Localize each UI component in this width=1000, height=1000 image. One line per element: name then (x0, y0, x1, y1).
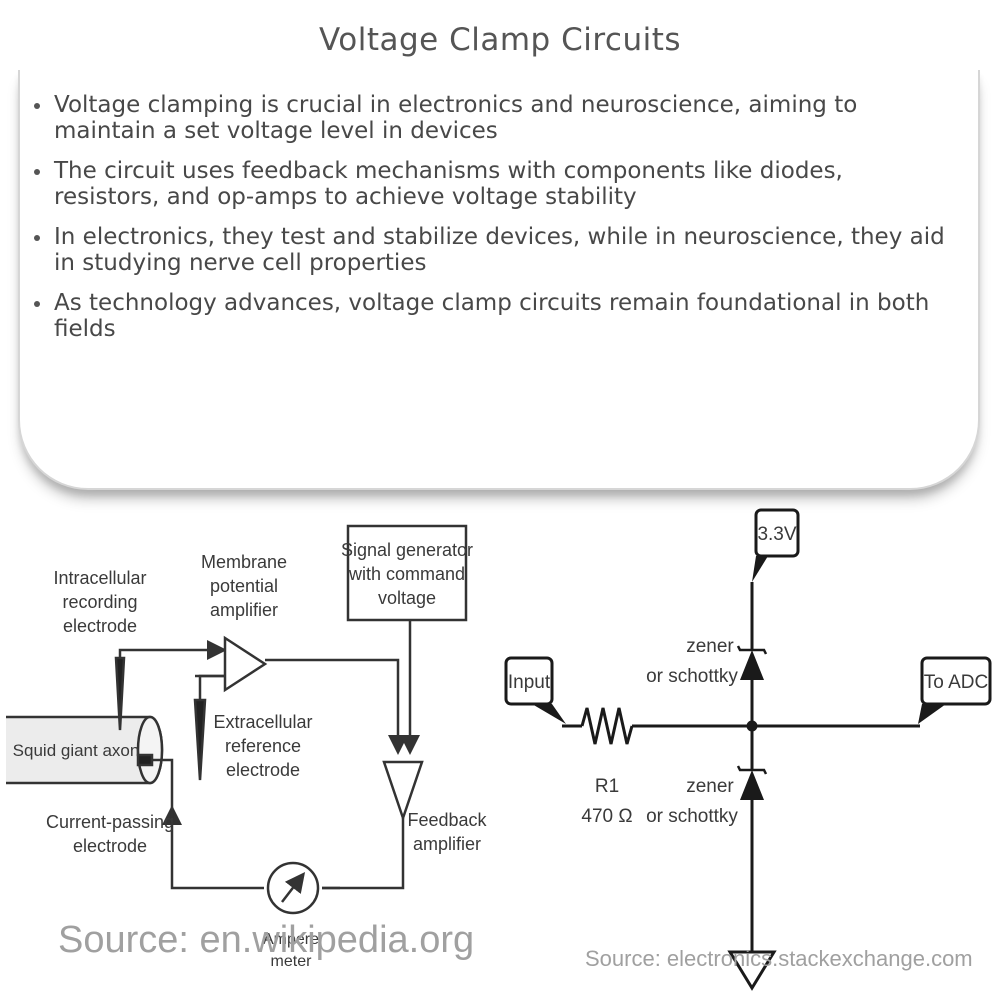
signal-generator-label: voltage (378, 588, 436, 608)
zener-diode-bottom (736, 765, 768, 800)
source-right: Source: electronics.stackexchange.com (585, 946, 973, 971)
supply-tag (752, 508, 800, 582)
bullet-item: As technology advances, voltage clamp ci… (24, 290, 954, 342)
bullet-dot (34, 103, 40, 109)
feedback-amplifier-symbol (382, 760, 424, 822)
intracellular-label: Intracellular (53, 568, 146, 588)
bullet-dot (34, 169, 40, 175)
current-passing-electrode (136, 753, 154, 767)
bullet-item: Voltage clamping is crucial in electroni… (24, 92, 954, 144)
membrane-label: Membrane (201, 552, 287, 572)
signal-generator-box (346, 524, 468, 622)
bullet-text: As technology advances, voltage clamp ci… (54, 290, 930, 342)
zener-top-label: or schottky (646, 666, 738, 687)
bullet-dot (34, 235, 40, 241)
bullet-item: The circuit uses feedback mechanisms wit… (24, 158, 954, 210)
axon-shape (6, 715, 164, 785)
extracellular-label: electrode (226, 760, 300, 780)
ampere-meter-label: meter (271, 953, 313, 970)
bullet-text: Voltage clamping is crucial in electroni… (54, 92, 858, 144)
extracellular-label: Extracellular (213, 712, 312, 732)
feedback-label: amplifier (413, 834, 481, 854)
ampere-meter-icon (266, 861, 320, 915)
current-passing-label: Current-passing (46, 812, 174, 832)
membrane-label: potential (210, 576, 278, 596)
zener-diode-top (736, 645, 768, 680)
zener-bottom-label: or schottky (646, 806, 738, 827)
bullet-list: Voltage clamping is crucial in electroni… (24, 92, 954, 356)
voltage-clamp-diagram (6, 524, 468, 915)
signal-generator-label: with command (348, 564, 465, 584)
axon-label: Squid giant axon (13, 741, 140, 760)
feedback-label: Feedback (407, 810, 487, 830)
bullet-item: In electronics, they test and stabilize … (24, 224, 954, 276)
bullet-text: In electronics, they test and stabilize … (54, 224, 945, 276)
resistor-r1 (580, 707, 634, 745)
zener-bottom-label: zener (686, 776, 734, 797)
membrane-amplifier-symbol (223, 635, 268, 693)
supply-label: 3.3V (757, 524, 796, 545)
intracellular-electrode (114, 640, 227, 731)
junction-dot (746, 720, 758, 732)
input-label: Input (508, 672, 551, 693)
extracellular-label: reference (225, 736, 301, 756)
intracellular-label: electrode (63, 616, 137, 636)
bullet-dot (34, 301, 40, 307)
resistor-name-label: R1 (595, 776, 619, 797)
input-tag (504, 656, 566, 724)
extracellular-electrode (193, 674, 225, 781)
bullet-text: The circuit uses feedback mechanisms wit… (54, 158, 843, 210)
zener-top-label: zener (686, 636, 734, 657)
output-tag (918, 656, 992, 724)
ground-symbol (727, 950, 777, 991)
page-title: Voltage Clamp Circuits (318, 22, 682, 58)
signal-generator-label: Signal generator (341, 540, 473, 560)
summary-card (18, 70, 980, 490)
output-label: To ADC (924, 672, 988, 693)
zener-clamp-diagram (504, 508, 992, 991)
current-passing-label: electrode (73, 836, 147, 856)
source-left: Source: en.wikipedia.org (58, 919, 474, 961)
membrane-label: amplifier (210, 600, 278, 620)
circuit-diagrams: Intracellular recording electrode Membra… (6, 508, 992, 991)
intracellular-label: recording (62, 592, 137, 612)
ampere-meter-label: Ampere (263, 931, 319, 948)
resistor-value-label: 470 Ω (581, 806, 632, 827)
